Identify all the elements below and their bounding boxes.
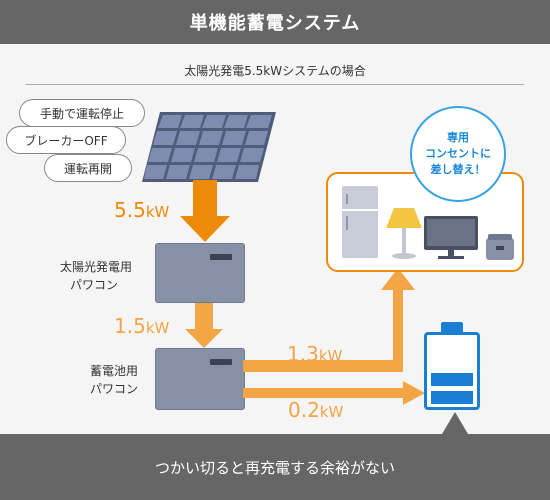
flow-unit: kW [145,319,170,337]
solar-panel-icon [142,112,276,182]
pcs-display [210,254,232,260]
page-title: 単機能蓄電システム [0,0,550,44]
flow-label-battery: 0.2kW [288,398,343,422]
flow-unit: kW [319,403,344,421]
callout-line: 専用 [447,131,469,144]
battery-icon [424,332,480,410]
footer-pointer [442,412,468,434]
battery-terminal [441,322,463,333]
label-line: 太陽光発電用 [60,260,133,274]
flow-value: 1.5 [114,314,146,338]
bubble-text: 運転再開 [63,161,112,176]
battery-level-bar [431,373,473,386]
flow-value: 0.2 [288,398,320,422]
flow-unit: kW [145,203,170,221]
subtitle-divider [26,84,524,85]
callout-line: コンセントに [425,147,491,160]
battery-pcs-label: 蓄電池用パワコン [90,362,138,398]
flow-arrow-pcs [185,303,223,348]
battery-power-conditioner [155,348,245,410]
bubble-text: 手動で運転停止 [39,106,124,121]
flow-label-pcs: 1.5kW [114,314,169,338]
flow-value: 1.3 [287,342,319,366]
diagram-subtitle: 太陽光発電5.5kWシステムの場合 [184,64,366,78]
bubble-manual-stop: 手動で運転停止 [19,99,145,127]
pcs-display [210,359,232,365]
television-icon [424,216,478,259]
battery-level-bar [431,391,473,404]
flow-arrow-solar [180,180,230,242]
refrigerator-icon [342,186,378,258]
rice-cooker-icon [486,234,514,260]
flow-value: 5.5 [114,198,146,222]
flow-label-appliances: 1.3kW [287,342,342,366]
flow-unit: kW [318,347,343,365]
label-line: 蓄電池用 [90,364,139,378]
footer-banner: つかい切ると再充電する余裕がない [0,434,550,500]
callout-line: 差し替え！ [430,163,486,176]
lamp-icon [386,208,422,259]
bubble-breaker-off: ブレーカーOFF [6,126,126,154]
label-line: パワコン [90,382,139,396]
outlet-callout: 専用コンセントに差し替え！ [410,106,506,202]
flow-arrow-battery [243,381,425,405]
flow-label-solar: 5.5kW [114,198,169,222]
solar-pcs-label: 太陽光発電用パワコン [60,258,132,294]
bubble-text: ブレーカーOFF [24,133,108,148]
bubble-restart: 運転再開 [44,154,132,182]
label-line: パワコン [70,278,119,292]
footer-text: つかい切ると再充電する余裕がない [154,458,395,477]
flow-arrow-appliances [243,268,415,372]
solar-power-conditioner [155,243,245,303]
